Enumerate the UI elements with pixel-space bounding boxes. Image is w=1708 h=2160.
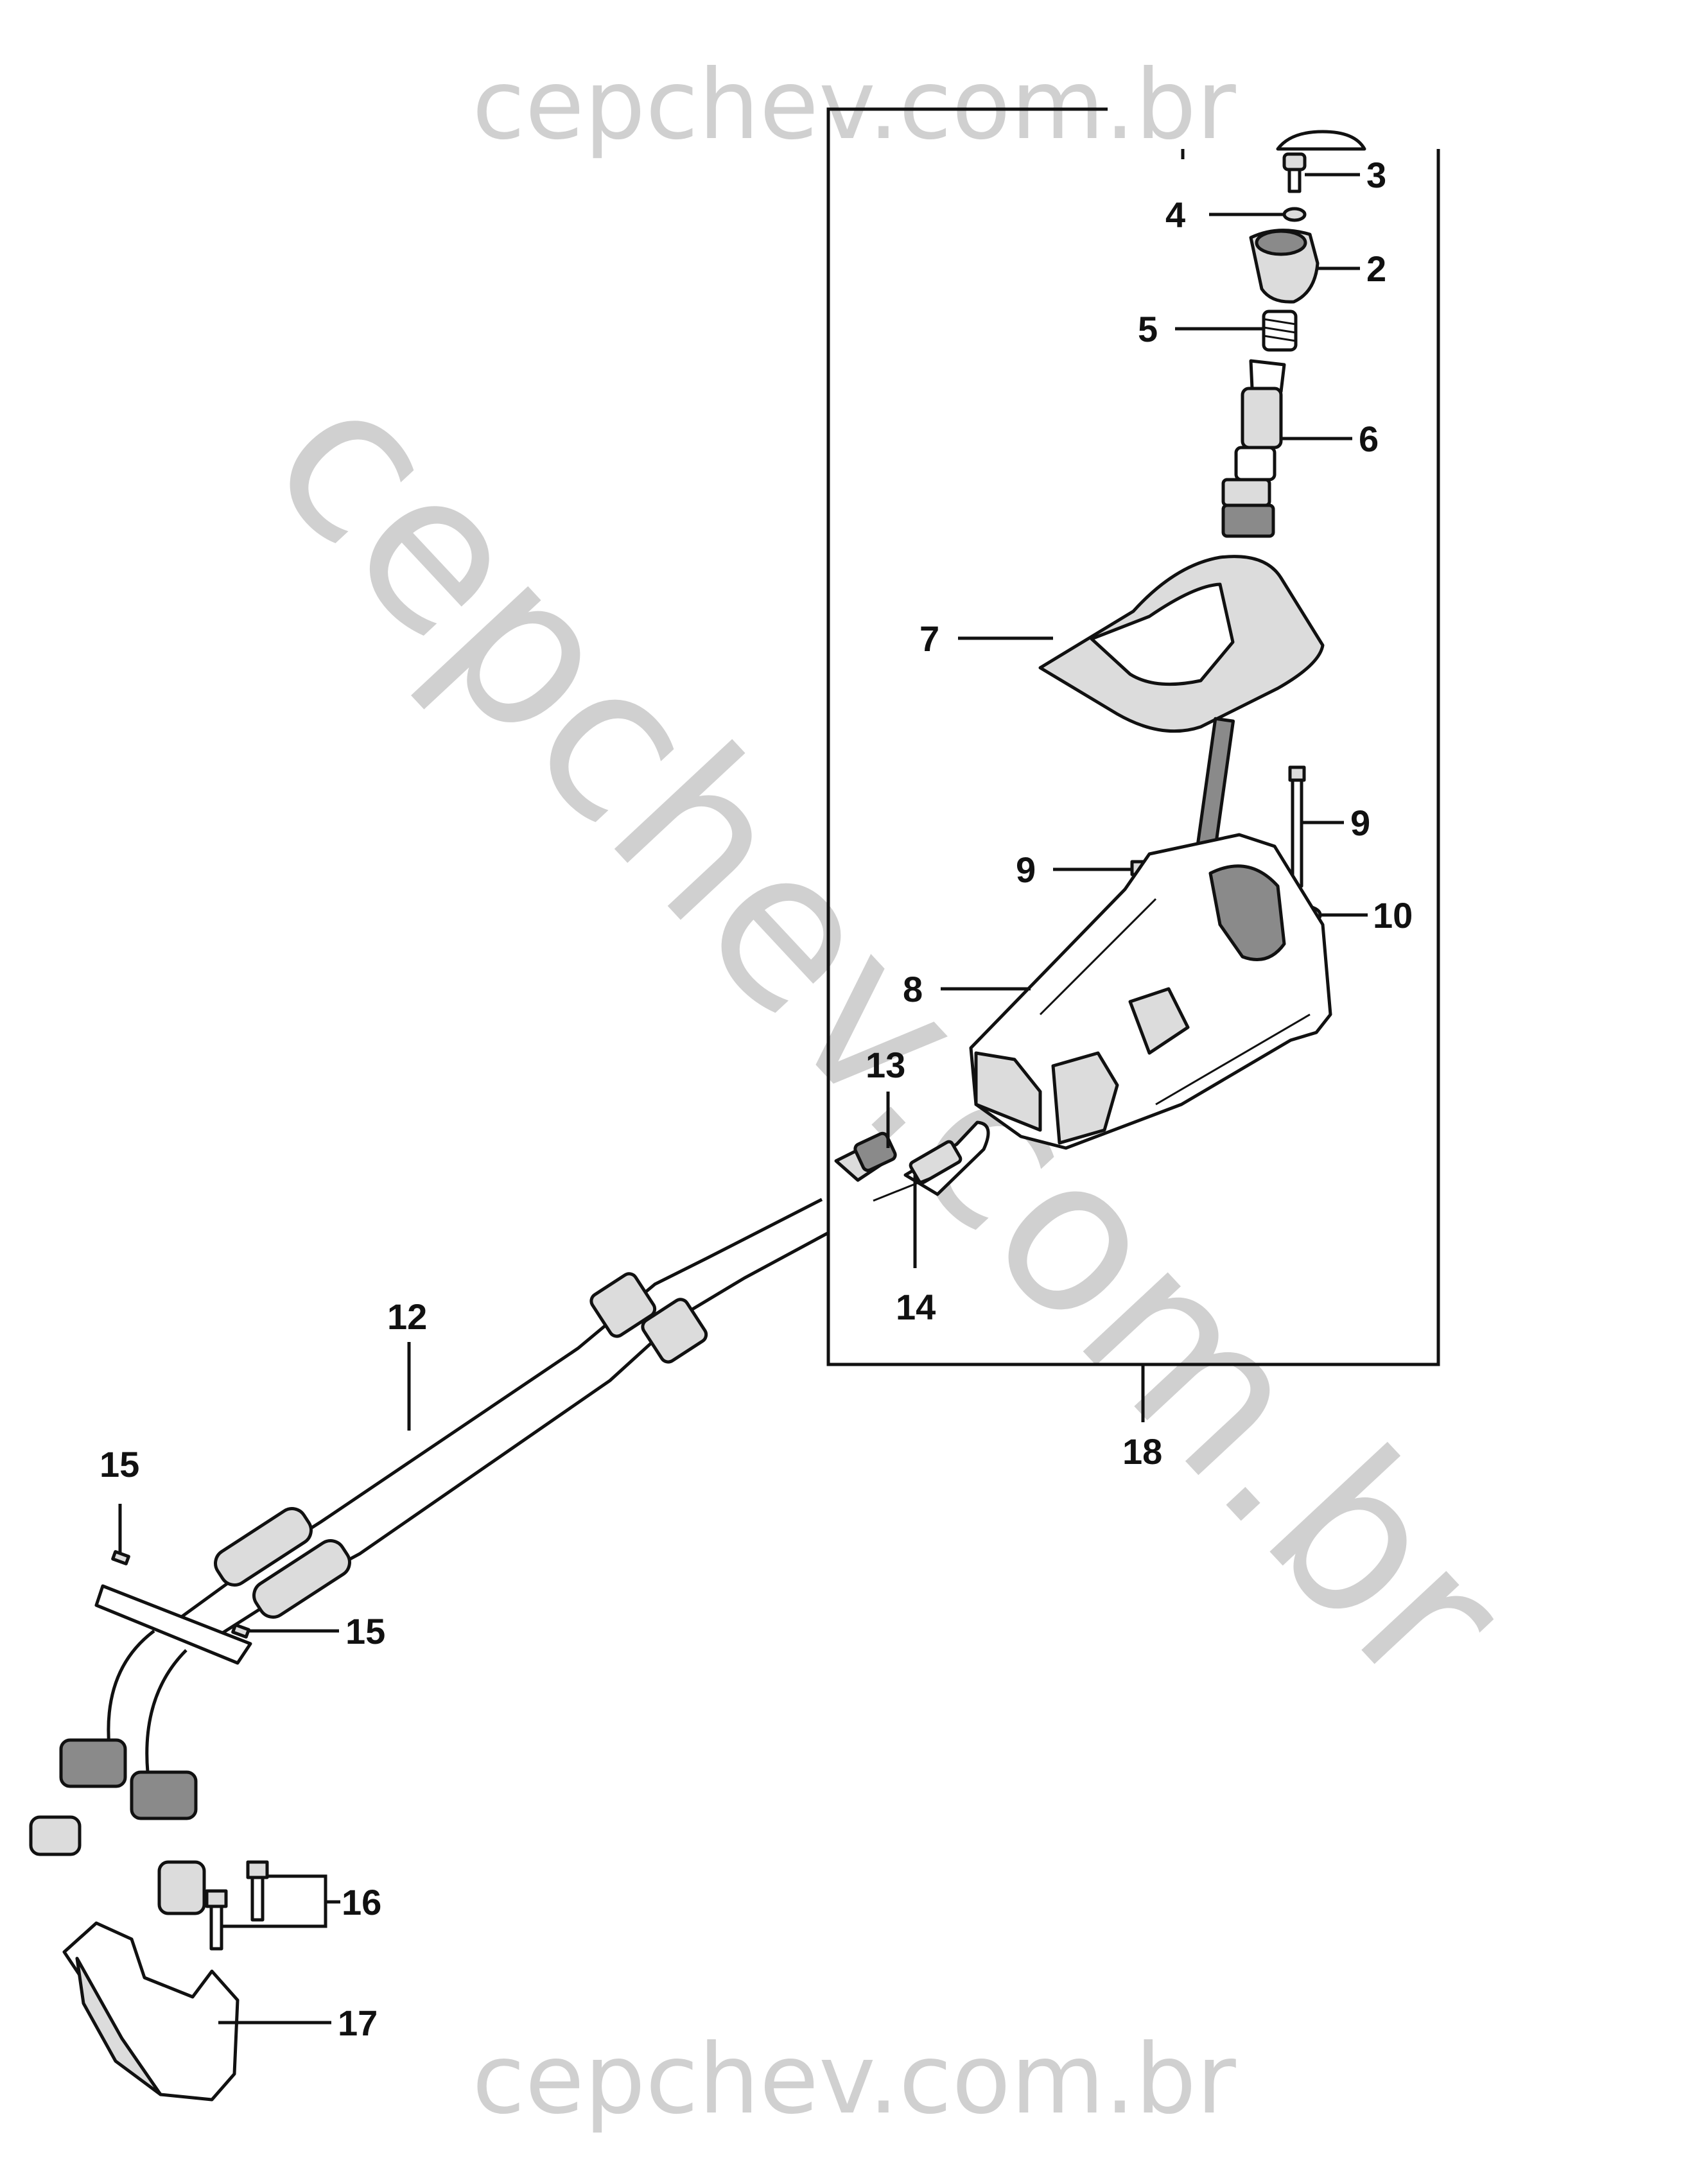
part-screw <box>1282 152 1307 193</box>
callout-2: 2 <box>1366 248 1386 289</box>
callout-4: 4 <box>1165 195 1185 235</box>
callout-9-left: 9 <box>1016 849 1036 890</box>
callout-18: 18 <box>1122 1431 1162 1472</box>
part-shift-knob <box>1249 229 1320 304</box>
callout-9-right: 9 <box>1350 803 1370 843</box>
part-shift-cables <box>29 1198 830 1915</box>
part-spring <box>1262 309 1298 352</box>
part-mount-bolt-right <box>246 1860 269 1922</box>
watermark-top: cepchev.com.br <box>472 49 1236 161</box>
part-clip-upper <box>111 1550 130 1565</box>
part-clip-lower <box>231 1623 250 1639</box>
part-knob-cap <box>1181 130 1366 159</box>
part-shift-boot <box>1038 555 1325 876</box>
part-cable-end <box>873 1120 990 1202</box>
callout-14: 14 <box>896 1287 936 1327</box>
callout-labels: 3 4 2 5 6 7 9 9 10 8 13 14 12 18 15 15 1… <box>100 155 1413 2043</box>
callout-8: 8 <box>903 969 923 1009</box>
part-shift-sleeve <box>1221 359 1286 538</box>
watermark-bottom: cepchev.com.br <box>472 2024 1236 2136</box>
part-bolt-right <box>1288 765 1306 888</box>
callout-17: 17 <box>338 2003 378 2043</box>
callout-15-top: 15 <box>100 1444 139 1485</box>
callout-5: 5 <box>1138 309 1158 349</box>
callout-13: 13 <box>866 1045 905 1085</box>
leader-lines <box>118 173 1368 2025</box>
callout-6: 6 <box>1359 419 1379 459</box>
callout-16: 16 <box>342 1882 381 1922</box>
callout-15-bottom: 15 <box>345 1611 385 1651</box>
watermark-diagonal: cepchev.com.br <box>225 336 1553 1735</box>
callout-3: 3 <box>1366 155 1386 195</box>
part-mount-bolt-left <box>205 1889 228 1951</box>
part-cable-bracket <box>62 1921 240 2102</box>
part-pivot-bushing <box>834 1131 897 1182</box>
callout-10: 10 <box>1373 895 1413 936</box>
callout-12: 12 <box>387 1296 427 1337</box>
part-shifter-housing <box>969 833 1332 1150</box>
assembly-bracket-frame <box>826 107 1440 1422</box>
part-washer <box>1282 207 1307 222</box>
callout-7: 7 <box>919 618 939 659</box>
